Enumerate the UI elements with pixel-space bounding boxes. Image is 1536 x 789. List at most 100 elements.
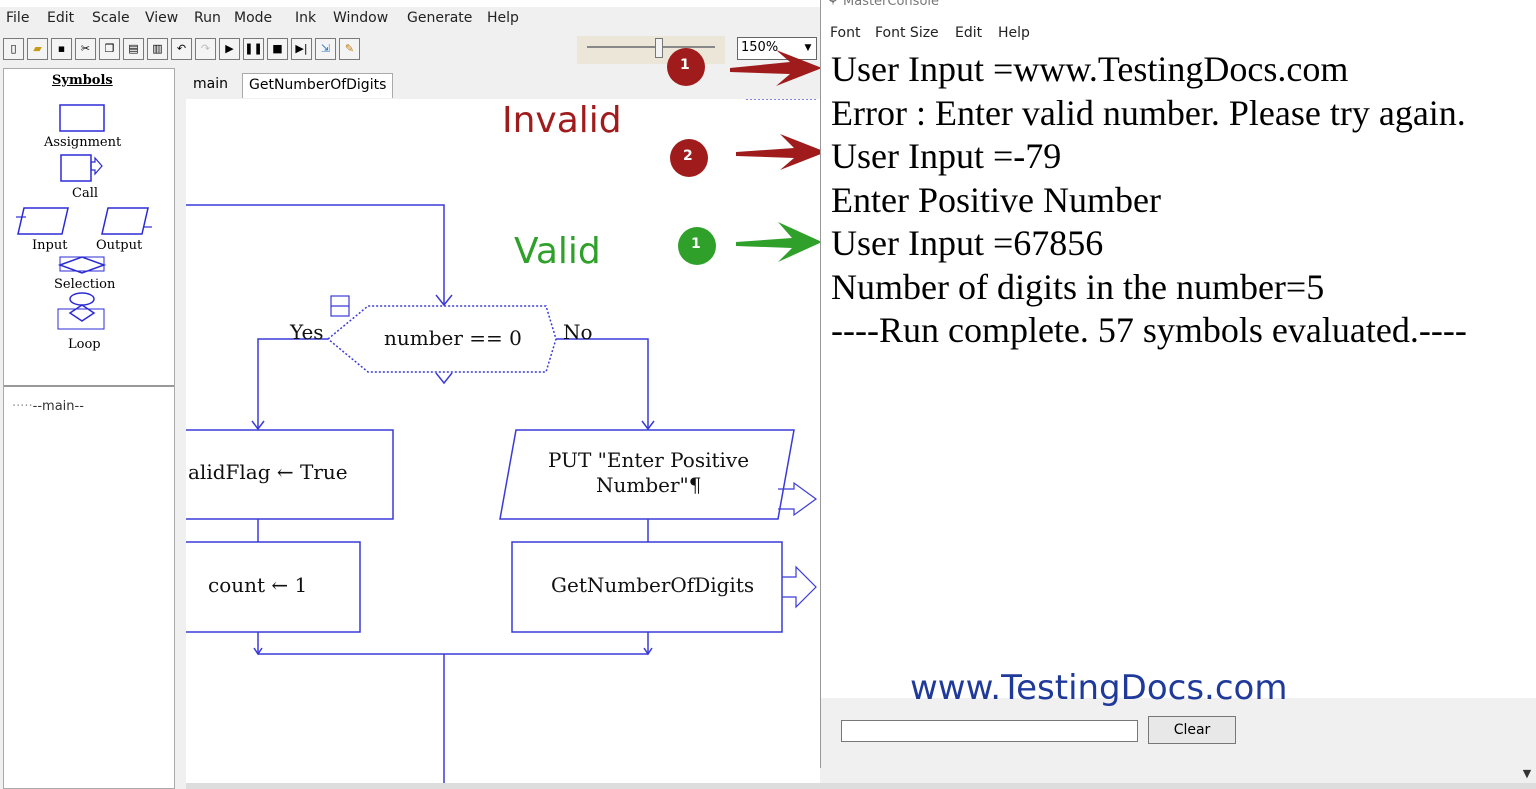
- horizontal-scrollbar[interactable]: [186, 783, 1536, 789]
- output-symbol[interactable]: [499, 429, 795, 520]
- cut-icon[interactable]: ✂: [75, 38, 96, 60]
- paste-icon[interactable]: ▤: [123, 38, 144, 60]
- input-label: Input: [32, 238, 68, 253]
- assignment-symbol-icon[interactable]: [59, 104, 105, 132]
- console-menu-font[interactable]: Font: [830, 25, 861, 41]
- call-text: GetNumberOfDigits: [551, 573, 754, 597]
- title-bar: [0, 0, 820, 7]
- clear-button[interactable]: Clear: [1148, 716, 1236, 744]
- slider-thumb[interactable]: [655, 38, 663, 58]
- step-icon[interactable]: ▶|: [291, 38, 312, 60]
- console-menu-help[interactable]: Help: [998, 25, 1030, 41]
- symbol-shapes: [16, 104, 152, 330]
- flow-line-top: [186, 204, 445, 304]
- new-file-icon[interactable]: ▯: [3, 38, 24, 60]
- console-footer: Clear: [821, 698, 1536, 768]
- console-line: Error : Enter valid number. Please try a…: [831, 92, 1466, 133]
- pause-icon[interactable]: ❚❚: [243, 38, 264, 60]
- left-panel: Symbols Assignment Call Input Output Sel…: [3, 68, 175, 789]
- valid-annotation: Valid: [514, 231, 601, 272]
- badge-1-green: [678, 227, 716, 265]
- zoom-select[interactable]: 150% ▼: [737, 37, 817, 60]
- menu-mode[interactable]: Mode: [234, 10, 273, 26]
- menu-help[interactable]: Help: [487, 10, 519, 26]
- output-text-line1: PUT "Enter Positive: [548, 448, 749, 472]
- subchart-tree: ·····--main--: [12, 399, 84, 414]
- menu-run[interactable]: Run: [194, 10, 221, 26]
- raptor-icon: ⚘: [827, 0, 839, 9]
- symbols-title: Symbols: [52, 73, 113, 88]
- annotation-arrows: [667, 48, 826, 265]
- minimize-icon[interactable]: —: [1494, 0, 1507, 7]
- badge-1-red: [667, 48, 705, 86]
- console-line: User Input =-79: [831, 136, 1062, 176]
- chevron-down-icon[interactable]: ▼: [804, 43, 812, 53]
- output-text-line2: Number"¶: [596, 473, 701, 497]
- badge-2-red: [670, 139, 708, 177]
- step-into-icon[interactable]: ⇲: [315, 38, 336, 60]
- flowchart-canvas[interactable]: number == 0 Yes No alidFlag ← True count…: [186, 99, 820, 789]
- master-console-window: MasterConsole ⚘ — Font Font Size Edit He…: [820, 0, 1536, 768]
- print-icon[interactable]: ▥: [147, 38, 168, 60]
- chevron-down-icon[interactable]: ▼: [1522, 767, 1532, 780]
- call-label: Call: [72, 186, 99, 201]
- selection-label: Selection: [54, 277, 116, 292]
- undo-icon[interactable]: ↶: [171, 38, 192, 60]
- tab-main[interactable]: main: [187, 73, 234, 98]
- menu-edit[interactable]: Edit: [47, 10, 75, 26]
- menu-file[interactable]: File: [6, 10, 30, 26]
- no-label: No: [563, 320, 593, 344]
- no-branch-line: [556, 338, 649, 429]
- arrow-1-red: [730, 50, 822, 86]
- redo-icon[interactable]: ↷: [195, 38, 216, 60]
- console-input-field[interactable]: [841, 720, 1138, 742]
- arrow-2-red: [736, 134, 826, 170]
- menu-scale[interactable]: Scale: [92, 10, 130, 26]
- tree-connector: ·····: [12, 399, 33, 414]
- console-line: User Input =67856: [831, 223, 1104, 263]
- assign-valid-box[interactable]: [186, 429, 394, 520]
- badge-1b-label: 1: [691, 236, 701, 252]
- console-line: User Input =www.TestingDocs.com: [831, 49, 1349, 89]
- assign-valid-text: alidFlag ← True: [188, 460, 348, 484]
- assign-count-box[interactable]: [186, 541, 361, 633]
- copy-icon[interactable]: ❐: [99, 38, 120, 60]
- stop-icon[interactable]: ■: [267, 38, 288, 60]
- menu-ink[interactable]: Ink: [295, 10, 317, 26]
- output-symbol-icon[interactable]: [101, 207, 149, 235]
- slider-track: [587, 46, 715, 48]
- console-line: Number of digits in the number=5: [831, 266, 1325, 307]
- open-folder-icon[interactable]: ▰: [27, 38, 48, 60]
- yes-branch-line: [257, 338, 328, 429]
- console-output: User Input =www.TestingDocs.com Error : …: [831, 48, 1531, 353]
- tree-item-main[interactable]: --main--: [32, 399, 84, 414]
- watermark-text: www.TestingDocs.com: [910, 668, 1288, 708]
- console-menu-font-size[interactable]: Font Size: [875, 25, 939, 41]
- call-symbol[interactable]: [511, 541, 783, 633]
- arrow-green: [736, 222, 822, 262]
- decision-text: number == 0: [384, 326, 522, 350]
- console-title-bar: MasterConsole ⚘ —: [821, 0, 1536, 12]
- menu-view[interactable]: View: [145, 10, 179, 26]
- badge-2-label: 2: [683, 148, 693, 164]
- save-icon[interactable]: ▪: [51, 38, 72, 60]
- tab-strip: main GetNumberOfDigits: [185, 68, 815, 98]
- symbols-palette: Symbols Assignment Call Input Output Sel…: [4, 69, 174, 387]
- console-menu-edit[interactable]: Edit: [955, 25, 983, 41]
- console-line: Enter Positive Number: [831, 179, 1161, 220]
- menu-window[interactable]: Window: [333, 10, 389, 26]
- tab-getnumberofdigits[interactable]: GetNumberOfDigits: [242, 73, 394, 98]
- menu-generate[interactable]: Generate: [407, 10, 473, 26]
- console-title: MasterConsole: [843, 0, 940, 9]
- badge-1-label: 1: [680, 57, 690, 73]
- assign-count-text: count ← 1: [208, 573, 307, 597]
- pen-icon[interactable]: ✎: [339, 38, 360, 60]
- output-label: Output: [96, 238, 143, 253]
- assignment-label: Assignment: [44, 135, 122, 150]
- flowchart-drawing: number == 0 Yes No alidFlag ← True count…: [186, 99, 818, 789]
- invalid-annotation: Invalid: [502, 100, 622, 141]
- input-symbol-icon[interactable]: [17, 207, 69, 235]
- console-line: ----Run complete. 57 symbols evaluated.-…: [831, 310, 1467, 350]
- play-icon[interactable]: ▶: [219, 38, 240, 60]
